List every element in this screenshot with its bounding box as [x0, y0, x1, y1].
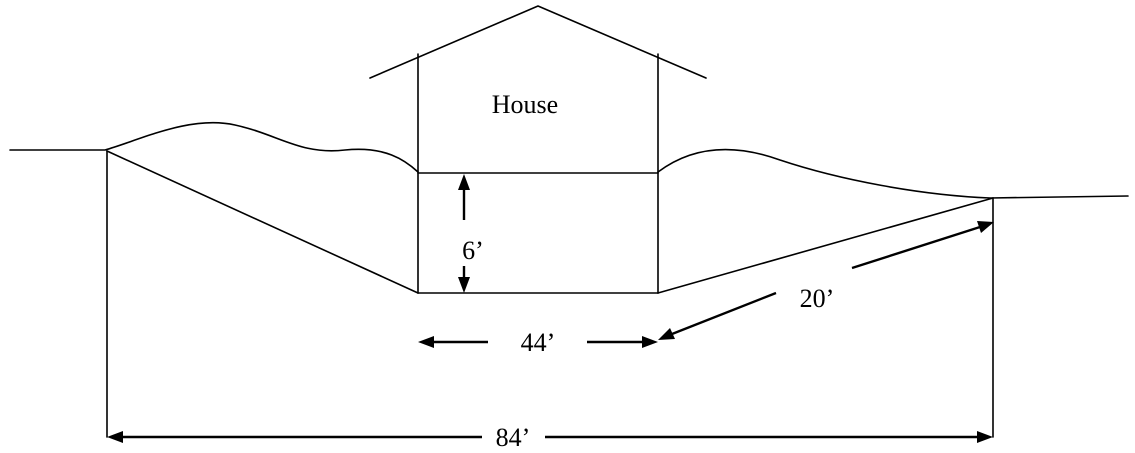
- base-width-label: 44’: [521, 328, 556, 357]
- house-label: House: [492, 90, 558, 119]
- ground-surface-line: [9, 121, 1129, 199]
- height-arrow-down-head: [458, 277, 470, 293]
- total-width-label: 84’: [496, 423, 531, 452]
- total-width-arrow-left-head: [107, 431, 123, 443]
- height-arrow-up-head: [458, 174, 470, 190]
- slope-arrow-upper-shaft: [851, 225, 981, 270]
- slope-length-label: 20’: [800, 284, 835, 313]
- base-width-arrow-right-head: [642, 336, 658, 348]
- slope-arrow-lower-shaft: [671, 291, 777, 336]
- total-width-arrow-right-head: [977, 431, 993, 443]
- left-excavation-slope: [106, 150, 419, 294]
- house-roof: [369, 5, 707, 79]
- right-excavation-slope: [657, 197, 994, 294]
- slope-arrow-lower-head: [658, 328, 675, 340]
- slope-arrow-upper-head: [977, 221, 994, 233]
- base-width-arrow-left-head: [418, 336, 434, 348]
- height-label: 6’: [462, 236, 484, 265]
